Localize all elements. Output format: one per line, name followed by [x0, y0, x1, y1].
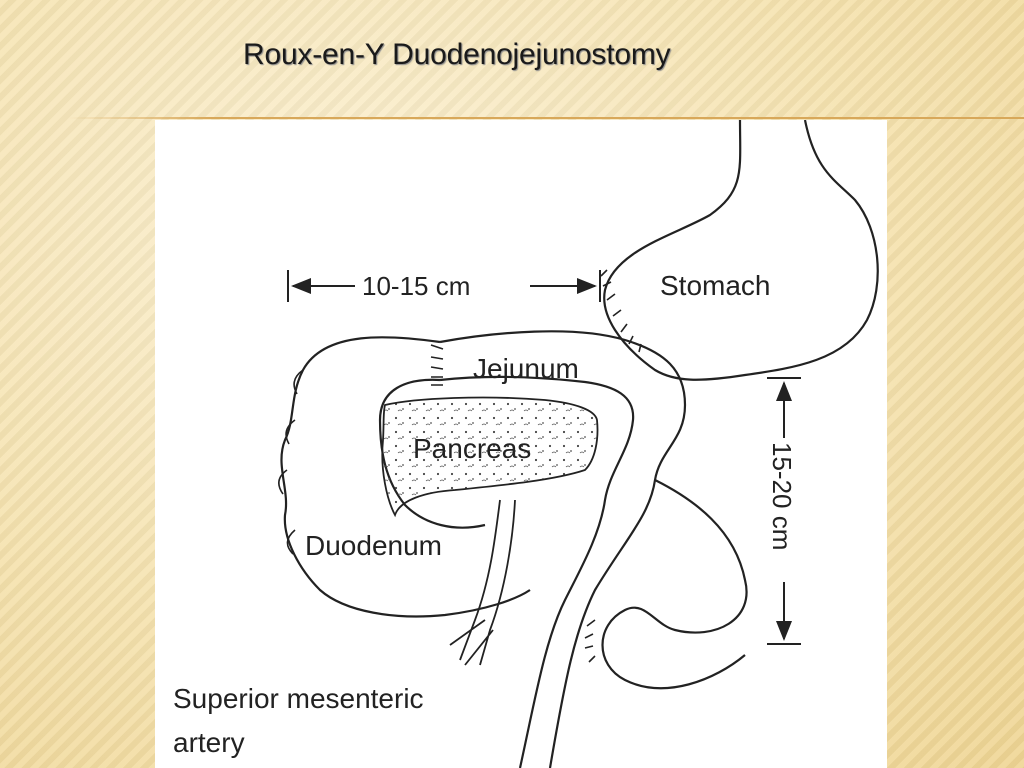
jejunum-limb-inner	[439, 375, 635, 768]
label-dimension-top: 10-15 cm	[362, 271, 470, 301]
jejunum-limb	[439, 330, 687, 768]
distal-staples	[584, 619, 596, 663]
anatomy-diagram: 10-15 cm 15-20 cm Stomach Jejunum Pancre…	[173, 120, 879, 768]
label-duodenum: Duodenum	[305, 530, 442, 561]
anastomosis-staples-left	[430, 344, 444, 386]
gastric-staple-line	[600, 269, 642, 353]
label-sma-line1: Superior mesenteric	[173, 683, 424, 714]
label-stomach: Stomach	[660, 270, 771, 301]
slide-title: Roux-en-Y Duodenojejunostomy	[243, 38, 671, 71]
label-jejunum: Jejunum	[473, 353, 579, 384]
anatomy-figure: 10-15 cm 15-20 cm Stomach Jejunum Pancre…	[155, 120, 887, 768]
label-dimension-right: 15-20 cm	[767, 442, 797, 550]
pancreas-shape	[381, 396, 599, 518]
duodenum-loop	[280, 336, 531, 618]
sma-vessels	[449, 499, 516, 666]
duodenal-folds	[278, 369, 304, 555]
distal-bowel-loop	[601, 479, 748, 690]
label-sma-line2: artery	[173, 727, 245, 758]
stomach-shape	[603, 120, 879, 381]
title-divider	[68, 117, 1024, 119]
label-pancreas: Pancreas	[413, 433, 531, 464]
